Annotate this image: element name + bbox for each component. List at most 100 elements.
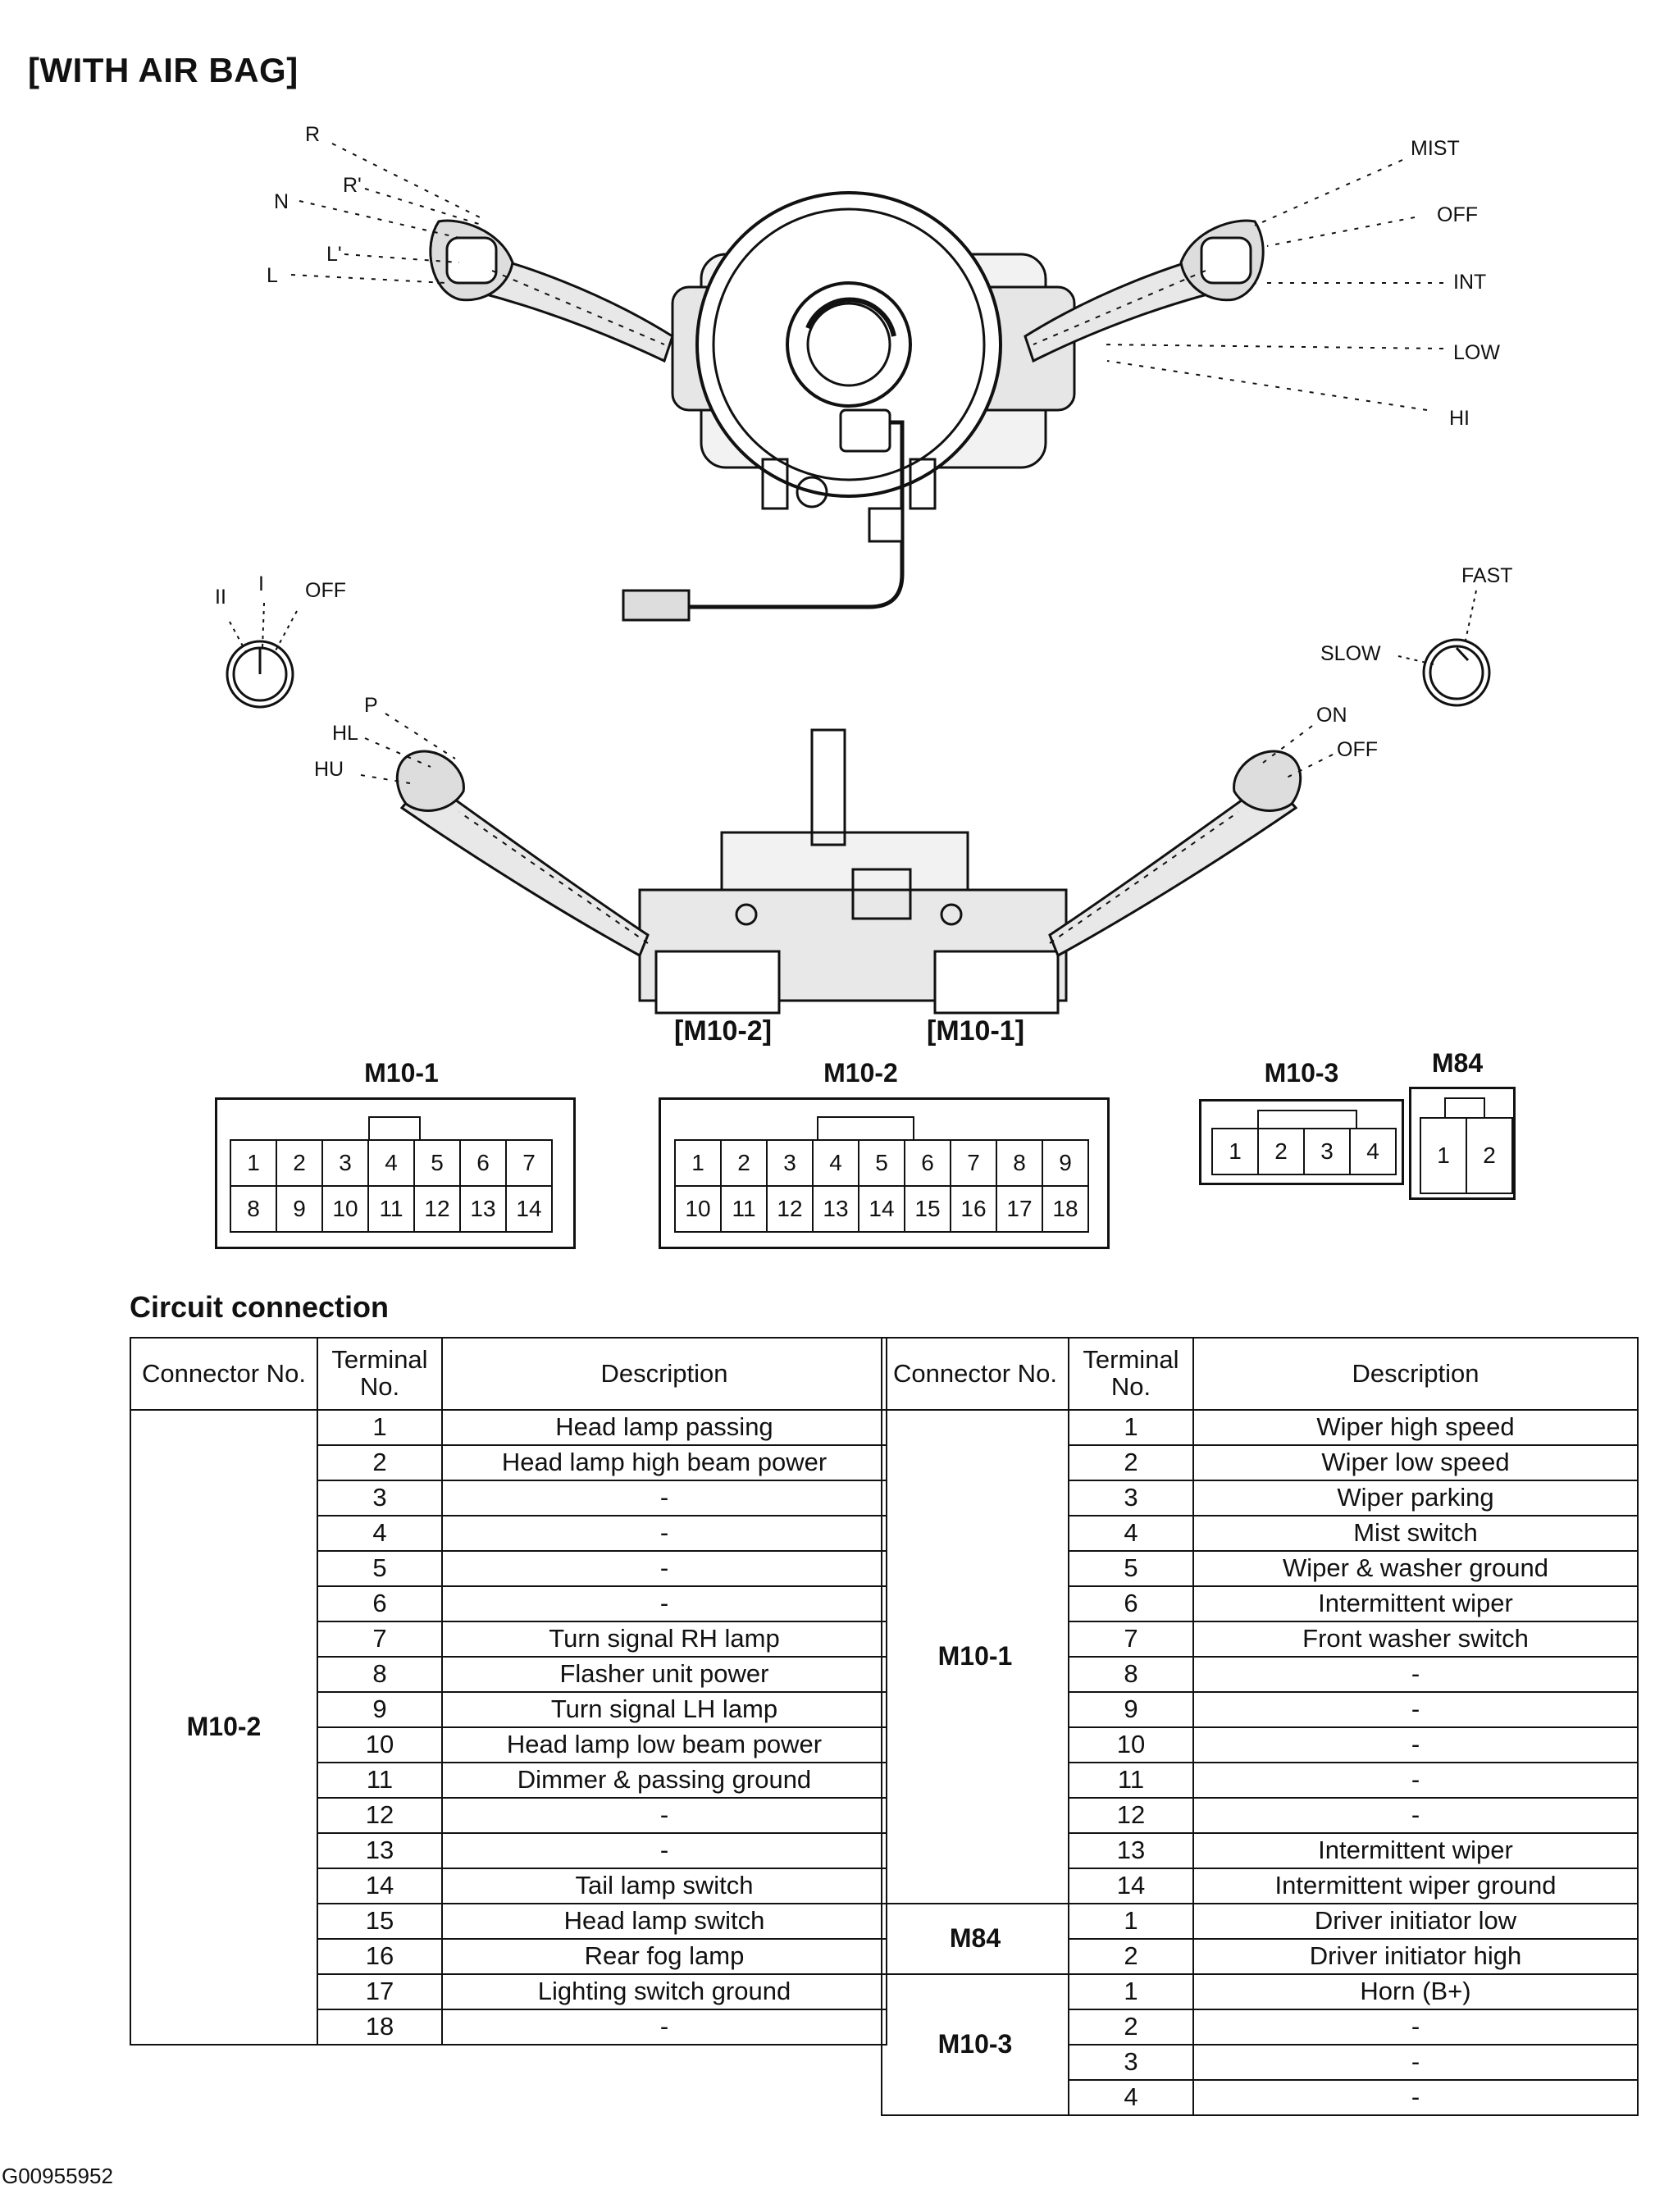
terminal-cell: 12 (317, 1797, 443, 1834)
wiper-position-label: INT (1453, 271, 1486, 294)
table-row: 11- (882, 1762, 1639, 1799)
connector-key (368, 1116, 421, 1141)
table-row: 6- (130, 1585, 887, 1622)
terminal-cell: 10 (1068, 1726, 1194, 1763)
light-position-label: P (364, 694, 378, 717)
terminal-cell: 6 (1068, 1585, 1194, 1622)
terminal-cell: 13 (1068, 1832, 1194, 1869)
connector-cell: M10-2 (130, 1409, 318, 2046)
wiper-stalk (1024, 219, 1265, 363)
connector-cell: M10-1 (881, 1409, 1069, 1904)
description-cell: Head lamp low beam power (441, 1726, 887, 1763)
description-cell: Intermittent wiper (1192, 1832, 1639, 1869)
connector-key (1444, 1097, 1485, 1119)
fog-stalk (1048, 750, 1302, 958)
pin: 15 (904, 1185, 951, 1233)
header-connector-no: Connector No. (130, 1337, 318, 1411)
page-title: [WITH AIR BAG] (28, 51, 299, 89)
connector-m84: 1 2 (1409, 1087, 1516, 1200)
terminal-cell: 2 (1068, 2009, 1194, 2046)
terminal-cell: 14 (1068, 1868, 1194, 1904)
terminal-cell: 1 (1068, 1903, 1194, 1940)
terminal-cell: 11 (1068, 1762, 1194, 1799)
table-row: 10- (882, 1726, 1639, 1763)
description-cell: - (1192, 1656, 1639, 1693)
description-cell: Flasher unit power (441, 1656, 887, 1693)
ignition-position-label: OFF (305, 579, 346, 602)
turn-position-label: N (274, 190, 289, 213)
description-cell: Head lamp high beam power (441, 1444, 887, 1481)
terminal-cell: 7 (1068, 1621, 1194, 1658)
pin: 1 (1420, 1117, 1467, 1194)
circuit-connection-title: Circuit connection (130, 1290, 390, 1324)
pin: 9 (1042, 1139, 1089, 1187)
description-cell: - (441, 1832, 887, 1869)
description-cell: Horn (B+) (1192, 1973, 1639, 2010)
ignition-knob (226, 602, 298, 709)
pin: 2 (1466, 1117, 1513, 1194)
description-cell: - (441, 1550, 887, 1587)
description-cell: Intermittent wiper ground (1192, 1868, 1639, 1904)
pin: 2 (720, 1139, 768, 1187)
pin: 4 (812, 1139, 859, 1187)
pin: 2 (276, 1139, 323, 1187)
lower-switch-assembly (638, 728, 1068, 1015)
combination-switch-diagram: R R' N L' L MIST OFF INT LOW HI II I OFF… (215, 123, 1513, 1047)
ignition-position-label: I (258, 572, 264, 595)
table-row: 12- (130, 1797, 887, 1834)
description-cell: Wiper high speed (1192, 1409, 1639, 1446)
table-row: 12- (882, 1797, 1639, 1834)
description-cell: - (441, 1585, 887, 1622)
description-cell: Lighting switch ground (441, 1973, 887, 2010)
wiper-position-label: HI (1449, 407, 1470, 430)
description-cell: - (441, 1480, 887, 1516)
table-row: 4- (130, 1515, 887, 1552)
connector-m10-1-title: M10-1 (364, 1058, 439, 1088)
table-row: 3- (130, 1480, 887, 1516)
description-cell: Turn signal LH lamp (441, 1691, 887, 1728)
terminal-cell: 10 (317, 1726, 443, 1763)
light-position-label: HL (332, 722, 358, 745)
terminal-cell: 4 (317, 1515, 443, 1552)
table-row: 3- (882, 2044, 1639, 2081)
terminal-cell: 9 (1068, 1691, 1194, 1728)
description-cell: Mist switch (1192, 1515, 1639, 1552)
pin: 5 (858, 1139, 905, 1187)
description-cell: - (441, 2009, 887, 2046)
terminal-cell: 9 (317, 1691, 443, 1728)
circuit-table-left: Connector No. Terminal No. Description M… (130, 1337, 887, 2046)
terminal-cell: 14 (317, 1868, 443, 1904)
pin: 9 (276, 1185, 323, 1233)
pin: 17 (996, 1185, 1043, 1233)
turn-position-label: L' (326, 243, 342, 266)
description-cell: - (1192, 1726, 1639, 1763)
light-position-label: HU (314, 758, 344, 781)
terminal-cell: 13 (317, 1832, 443, 1869)
description-cell: Dimmer & passing ground (441, 1762, 887, 1799)
terminal-cell: 7 (317, 1621, 443, 1658)
description-cell: - (1192, 1691, 1639, 1728)
pin: 6 (459, 1139, 507, 1187)
speed-knob (1397, 590, 1491, 707)
pin: 14 (858, 1185, 905, 1233)
terminal-cell: 1 (1068, 1973, 1194, 2010)
terminal-cell: 3 (1068, 1480, 1194, 1516)
connector-m10-1: 1 2 3 4 5 6 7 8 9 10 11 12 13 14 (215, 1097, 576, 1249)
table-row: 13- (130, 1832, 887, 1869)
pin: 1 (230, 1139, 277, 1187)
pin: 2 (1257, 1128, 1305, 1175)
pin: 12 (413, 1185, 461, 1233)
description-cell: Intermittent wiper (1192, 1585, 1639, 1622)
pin: 8 (996, 1139, 1043, 1187)
pin: 1 (674, 1139, 722, 1187)
table-row: 9- (882, 1691, 1639, 1728)
pin: 16 (950, 1185, 997, 1233)
